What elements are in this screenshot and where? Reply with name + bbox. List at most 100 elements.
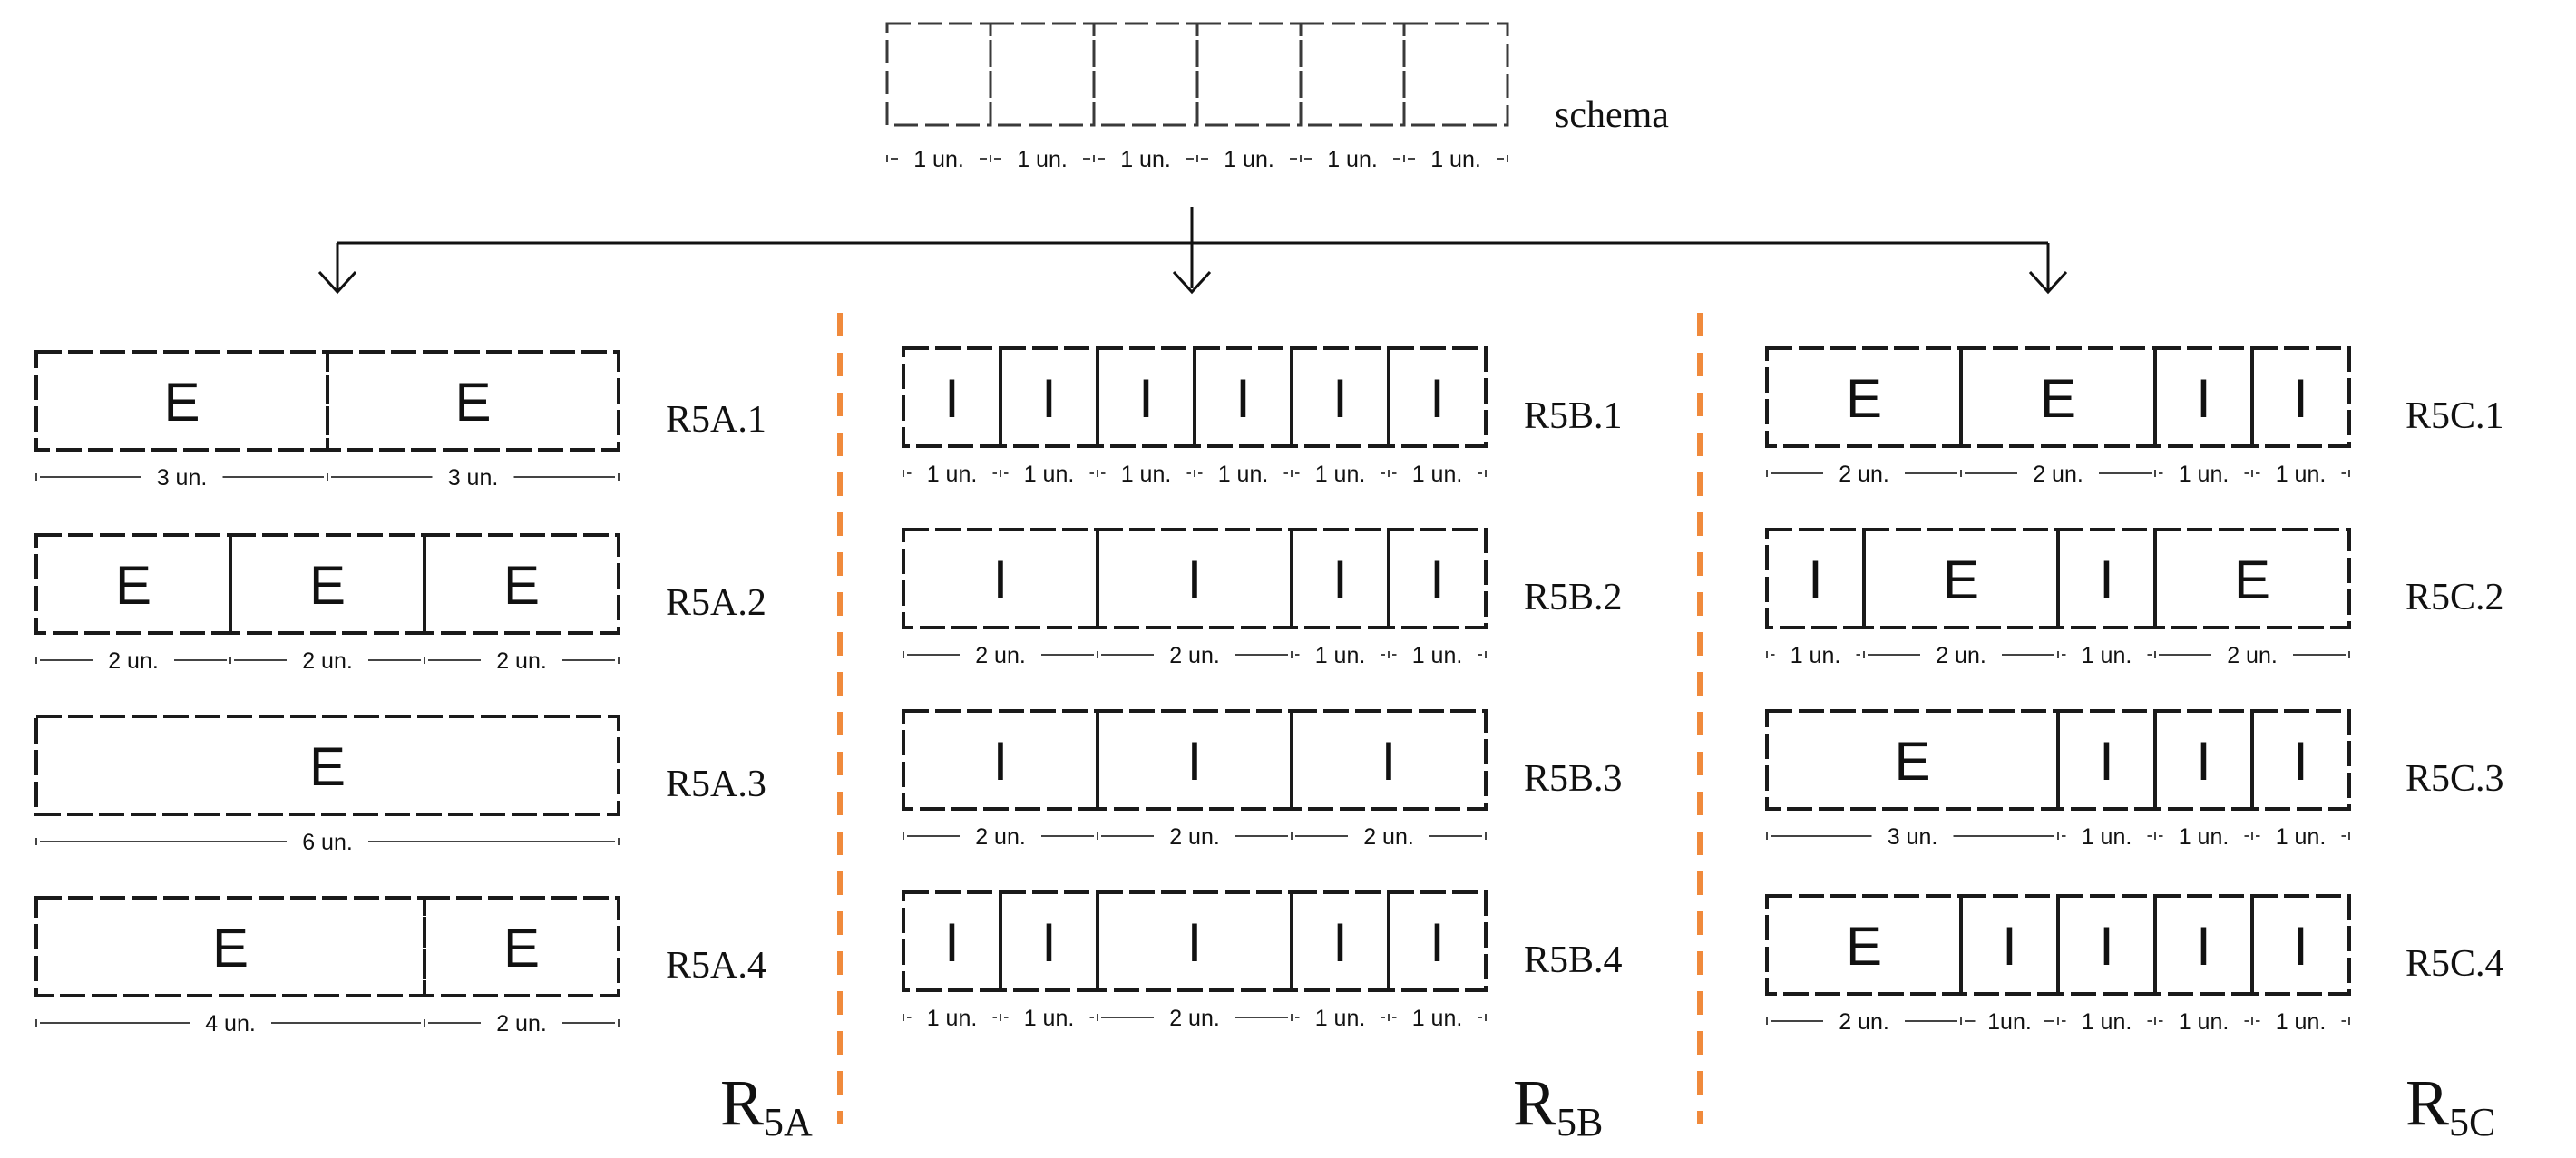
- cell-letter: I: [2293, 731, 2308, 792]
- dimension-label: 2 un.: [108, 648, 159, 674]
- interior-cell: [2056, 528, 2157, 629]
- exterior-cell: [2153, 528, 2351, 629]
- cell-letter: I: [2002, 916, 2017, 977]
- dimension-label: 2 un.: [302, 648, 353, 674]
- cell-letter: I: [944, 912, 960, 973]
- row-label: R5C.4: [2405, 943, 2504, 985]
- dimension-label: 3 un.: [157, 465, 208, 491]
- cell-letter: I: [1429, 550, 1445, 610]
- cell-letter: E: [309, 555, 346, 616]
- cell-letter: I: [1041, 912, 1057, 973]
- dimension-label: 1 un.: [1412, 643, 1463, 668]
- dimension-label: 1 un.: [2082, 824, 2132, 850]
- cell-letter: I: [2196, 731, 2211, 792]
- exterior-cell: [229, 533, 426, 635]
- row-label: R5B.2: [1524, 577, 1623, 618]
- cell-letter: I: [2196, 916, 2211, 977]
- cell-letter: E: [503, 555, 540, 616]
- cell-letter: I: [2099, 916, 2114, 977]
- dimension-label: 2 un.: [1169, 643, 1220, 668]
- cell-letter: E: [1846, 916, 1882, 977]
- dimension-label: 1 un.: [2276, 1009, 2327, 1035]
- cell-letter: I: [1332, 368, 1348, 429]
- cell-letter: E: [1943, 550, 1979, 610]
- dimension-label: 1 un.: [1327, 147, 1378, 172]
- dimension-label: 1 un.: [2179, 1009, 2230, 1035]
- dimension-label: 2 un.: [1936, 643, 1986, 668]
- interior-cell: [2250, 346, 2351, 448]
- dimension-label: 2 un.: [975, 824, 1026, 850]
- cell-letter: E: [503, 918, 540, 978]
- cell-letter: I: [1332, 550, 1348, 610]
- row-label: R5C.3: [2405, 758, 2504, 800]
- schema-block: schema 1 un.1 un.1 un.1 un.1 un.1 un.: [885, 22, 1669, 172]
- schema-cell: [1092, 22, 1199, 127]
- cell-letter: I: [993, 550, 1009, 610]
- exterior-cell: [1765, 346, 1963, 448]
- row-label: R5A.1: [666, 399, 766, 441]
- group-title-main: R: [1513, 1066, 1556, 1139]
- dimension-label: 2 un.: [1839, 1009, 1889, 1035]
- dimension-label: 1 un.: [1120, 147, 1171, 172]
- cell-letter: E: [1846, 368, 1882, 429]
- dimension-label: 1 un.: [2179, 824, 2230, 850]
- exterior-cell: [34, 533, 232, 635]
- row-r5a-3: E6 un.R5A.3: [34, 715, 766, 855]
- interior-cell: [1387, 890, 1488, 992]
- dimension-label: 1 un.: [1024, 1006, 1075, 1031]
- dimension-label: 1 un.: [1315, 462, 1366, 487]
- schema-cell: [1402, 22, 1509, 127]
- dimension-label: 2 un.: [1169, 824, 1220, 850]
- arrowhead-b-icon: [1172, 270, 1212, 295]
- dimension-label: 1 un.: [2179, 462, 2230, 487]
- row-label: R5B.4: [1524, 939, 1623, 981]
- cell-letter: I: [2099, 731, 2114, 792]
- interior-cell: [902, 709, 1099, 811]
- dimension-label: 1 un.: [1791, 643, 1841, 668]
- exterior-cell: [423, 896, 620, 997]
- group-title-sub: 5C: [2449, 1100, 2495, 1144]
- exterior-cell: [423, 533, 620, 635]
- cell-letter: I: [1332, 912, 1348, 973]
- schema-cell: [1195, 22, 1303, 127]
- group-title: R5B: [1513, 1066, 1603, 1144]
- cell-letter: E: [2234, 550, 2270, 610]
- cell-letter: I: [1041, 368, 1057, 429]
- exterior-cell: [34, 350, 329, 452]
- dimension-label: 3 un.: [448, 465, 499, 491]
- dimension-label: 1 un.: [1017, 147, 1068, 172]
- cell-letter: I: [993, 731, 1009, 792]
- dimension-label: 1 un.: [913, 147, 964, 172]
- cell-letter: I: [2293, 368, 2308, 429]
- cell-letter: I: [1429, 368, 1445, 429]
- group-r5b: R5B I I I I I I 1 un. 1 un. 1 un. 1 un. 1 un. 1 un.…: [902, 346, 1623, 1144]
- group-title-main: R: [2405, 1066, 2449, 1139]
- dimension-label: 2 un.: [2227, 643, 2278, 668]
- cell-letter: I: [1187, 731, 1203, 792]
- schema-cell: [989, 22, 1096, 127]
- dimension-label: 1 un.: [1412, 462, 1463, 487]
- interior-cell: [999, 890, 1099, 992]
- interior-cell: [2250, 709, 2351, 811]
- dimension-label: 1 un.: [2276, 824, 2327, 850]
- cell-letter: I: [2099, 550, 2114, 610]
- connector-arrows: [317, 207, 2068, 295]
- row-label: R5C.1: [2405, 395, 2504, 437]
- cell-letter: E: [2040, 368, 2076, 429]
- dimension-label: 2 un.: [496, 1011, 547, 1036]
- row-label: R5A.3: [666, 764, 766, 805]
- row-label: R5A.4: [666, 945, 766, 987]
- dimension-label: 1 un.: [927, 1006, 978, 1031]
- dimension-label: 1un.: [1987, 1009, 2032, 1035]
- cell-letter: I: [2293, 916, 2308, 977]
- dimension-label: 1 un.: [1315, 643, 1366, 668]
- dimension-label: 1 un.: [1430, 147, 1481, 172]
- dimension-label: 2 un.: [1363, 824, 1414, 850]
